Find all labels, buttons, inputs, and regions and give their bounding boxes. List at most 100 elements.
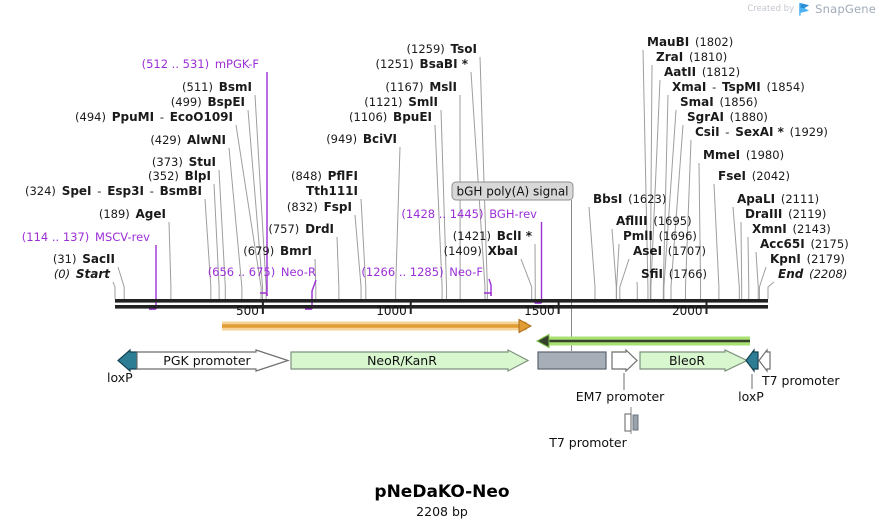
enzyme-pointer-line [732,206,740,299]
enzyme-pointer-line [314,258,317,299]
enzyme-label-PflFI[interactable]: (848) PflFI [291,169,358,183]
enzyme-label-DrdI[interactable]: (757) DrdI [268,222,334,236]
feature-label-BleoR[interactable]: BleoR [669,353,705,368]
enzyme-label-MslI[interactable]: (1167) MslI [385,80,457,94]
enzyme-label-Acc65I[interactable]: Acc65I (2175) [760,237,849,251]
enzyme-label-XmnI[interactable]: XmnI (2143) [752,222,831,236]
enzyme-label-SpeI[interactable]: (324) SpeI - Esp3I - BsmBI [25,184,202,198]
enzyme-label-BsaBI[interactable]: (1251) BsaBI * [376,57,469,71]
region-label-box[interactable] [451,181,574,201]
feature-loxP-right[interactable] [745,348,759,373]
enzyme-pointer-line [360,198,367,299]
map-axis-bottom-bar [115,305,768,309]
primer-site-glyph [484,292,492,296]
enzyme-label-Tth111I[interactable]: Tth111I [306,184,358,198]
enzyme-pointer-line [213,183,220,299]
T7-bottom-label[interactable]: T7 promoter [548,435,627,450]
enzyme-label-SmlI[interactable]: (1121) SmlI [364,95,438,109]
feature-EM7-promoter[interactable] [611,348,638,373]
enzyme-label-PpuMI[interactable]: (494) PpuMI - EcoO109I [75,110,233,124]
map-axis-top-bar [115,299,768,303]
enzyme-pointer-line [228,147,243,299]
primer-label-BGH-rev[interactable]: (1428 .. 1445) BGH-rev [401,207,537,221]
enzyme-label-AatII[interactable]: AatII (1812) [664,65,740,79]
enzyme-label-SfiI[interactable]: SfiI (1766) [641,267,707,281]
primer-label-mPGK-F[interactable]: (512 .. 531) mPGK-F [142,57,259,71]
enzyme-pointer-line [740,221,743,299]
enzyme-pointer-line [662,94,669,299]
enzyme-label-XmaI[interactable]: XmaI - TspMI (1854) [672,80,805,94]
created-by-text: Created by [747,4,795,14]
T7-right-label[interactable]: T7 promoter [761,373,840,388]
enzyme-label-KpnI[interactable]: KpnI (2179) [770,252,845,266]
enzyme-pointer-line [755,251,759,299]
T7-glyph-white-box [624,413,632,432]
feature-T7-right[interactable] [758,348,771,373]
loxP-right-label[interactable]: loxP [738,389,764,404]
primer-label-Neo-F[interactable]: (1266 .. 1285) Neo-F [361,265,483,279]
enzyme-label-MauBI[interactable]: MauBI (1802) [647,35,733,49]
enzyme-label-PmlI[interactable]: PmlI (1696) [623,229,697,243]
enzyme-pointer-line [440,109,448,299]
feature-NeoR-KanR[interactable] [290,349,530,372]
feature-bGH-polyA[interactable] [537,351,607,370]
enzyme-pointer-line [588,206,596,299]
enzyme-label-TsoI[interactable]: (1259) TsoI [407,42,477,56]
enzyme-label-BsmI[interactable]: (511) BsmI [182,80,252,94]
enzyme-label-MmeI[interactable]: MmeI (1980) [703,148,784,162]
enzyme-pointer-line [747,236,750,299]
enzyme-pointer-line [642,49,649,299]
enzyme-label-AgeI[interactable]: (189) AgeI [99,207,166,221]
watermark: Created by SnapGene [747,2,876,16]
enzyme-pointer-line [470,71,486,299]
primer-pointer-line [311,279,317,309]
T7-glyph-gray-box [632,414,639,431]
enzyme-label-BciVI[interactable]: (949) BciVI [326,132,397,146]
enzyme-label-AflIII[interactable]: AflIII (1695) [616,214,692,228]
EM7-label[interactable]: EM7 promoter [576,389,665,404]
enzyme-label-ApaLI[interactable]: ApaLI (2111) [737,192,819,206]
enzyme-label-SmaI[interactable]: SmaI (1856) [680,95,758,109]
enzyme-pointer-line [112,281,116,299]
enzyme-label-BlpI[interactable]: (352) BlpI [148,169,211,183]
feature-BleoR[interactable] [639,349,749,372]
axis-tick-label: 500 [236,304,259,318]
enzyme-label-BpuEI[interactable]: (1106) BpuEI [349,110,432,124]
enzyme-label-End[interactable]: End (2208) [778,267,847,281]
axis-tick-label: 1500 [524,304,555,318]
primer-label-Neo-R[interactable]: (656 .. 675) Neo-R [208,265,316,279]
enzyme-label-BmrI[interactable]: (679) BmrI [243,244,312,258]
enzyme-pointer-line [619,258,630,299]
enzyme-label-BspEI[interactable]: (499) BspEI [171,95,245,109]
enzyme-pointer-line [395,146,401,299]
enzyme-label-BclI[interactable]: (1421) BclI * [453,229,533,243]
enzyme-label-SacII[interactable]: (31) SacII [53,252,115,266]
primer-label-MSCV-rev[interactable]: (114 .. 137) MSCV-rev [22,230,150,244]
enzyme-label-XbaI[interactable]: (1409) XbaI [444,244,518,258]
primer-pointer-line [488,278,492,293]
enzyme-label-SgrAI[interactable]: SgrAI (1880) [687,110,768,124]
enzyme-label-StuI[interactable]: (373) StuI [152,155,216,169]
enzyme-label-BbsI[interactable]: BbsI (1623) [593,192,666,206]
enzyme-label-ZraI[interactable]: ZraI (1810) [656,50,727,64]
feature-label-NeoR-KanR[interactable]: NeoR/KanR [367,353,437,368]
orf-arrow-head [518,318,533,334]
region-label-text[interactable]: bGH poly(A) signal [456,185,568,199]
loxP-left-label[interactable]: loxP [107,370,133,385]
enzyme-pointer-line [684,139,692,299]
feature-loxP-left[interactable] [117,348,138,373]
feature-label-PGK-promoter[interactable]: PGK promoter [163,353,251,368]
feature-PGK-promoter[interactable] [136,349,290,372]
enzyme-label-AlwNI[interactable]: (429) AlwNI [150,133,226,147]
enzyme-label-AseI[interactable]: AseI (1707) [633,244,706,258]
enzyme-label-CsiI[interactable]: CsiI - SexAI * (1929) [695,125,828,139]
enzyme-pointer-line [434,124,443,299]
enzyme-pointer-line [235,124,262,299]
enzyme-pointer-line [649,64,653,299]
enzyme-label-FseI[interactable]: FseI (2042) [718,169,790,183]
enzyme-label-Start[interactable]: (0) Start [54,267,111,281]
enzyme-pointer-line [479,56,488,299]
enzyme-label-FspI[interactable]: (832) FspI [287,200,352,214]
enzyme-pointer-line [247,109,264,299]
enzyme-label-DraIII[interactable]: DraIII (2119) [745,207,826,221]
